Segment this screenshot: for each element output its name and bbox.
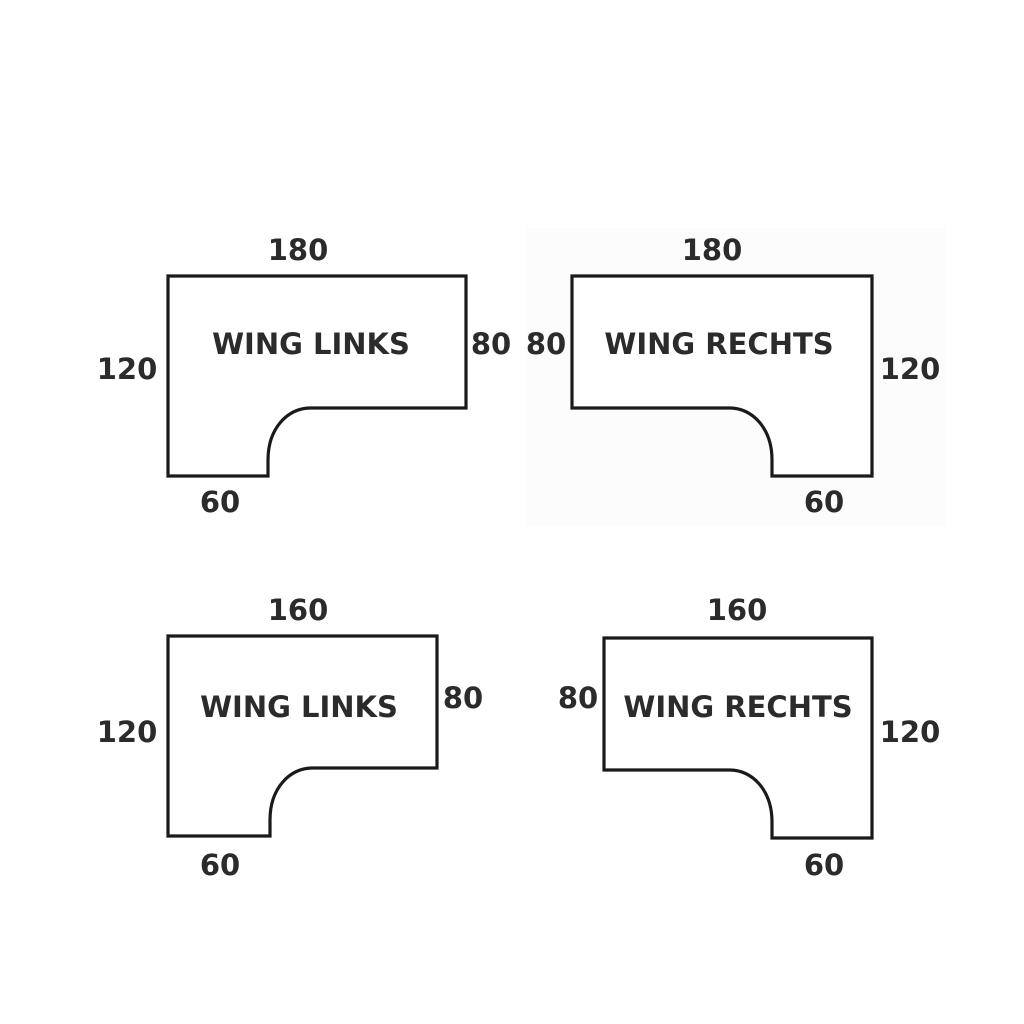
shape-label: WING RECHTS (604, 327, 833, 361)
dimension-right: 80 (471, 327, 511, 361)
desk-outline-wing-rechts-180 (570, 274, 874, 478)
dimension-top: 160 (707, 593, 768, 627)
dimension-bottom: 60 (804, 848, 844, 882)
dimension-bottom: 60 (200, 485, 240, 519)
shape-label: WING RECHTS (623, 690, 852, 724)
shape-label: WING LINKS (212, 327, 410, 361)
desk-shape-wing-rechts-180: 180 80 120 60 WING RECHTS (526, 233, 940, 519)
desk-outline-wing-links-160 (166, 634, 439, 838)
desk-outline-wing-links-180 (166, 274, 468, 478)
shape-label: WING LINKS (200, 690, 398, 724)
dimension-right: 120 (880, 715, 941, 749)
dimension-top: 180 (268, 233, 329, 267)
dimension-left: 120 (97, 352, 158, 386)
dimension-left: 120 (97, 715, 158, 749)
dimension-bottom: 60 (804, 485, 844, 519)
dimension-left: 80 (558, 681, 598, 715)
desk-shape-wing-links-160: 160 120 80 60 WING LINKS (97, 593, 483, 882)
dimension-top: 160 (268, 593, 329, 627)
dimension-left: 80 (526, 327, 566, 361)
dimension-right: 80 (443, 681, 483, 715)
desk-shape-wing-links-180: 180 120 80 60 WING LINKS (97, 233, 511, 519)
dimension-bottom: 60 (200, 848, 240, 882)
desk-shape-wing-rechts-160: 160 80 120 60 WING RECHTS (558, 593, 940, 882)
dimension-right: 120 (880, 352, 941, 386)
desk-outline-wing-rechts-160 (602, 636, 874, 840)
dimension-top: 180 (682, 233, 743, 267)
